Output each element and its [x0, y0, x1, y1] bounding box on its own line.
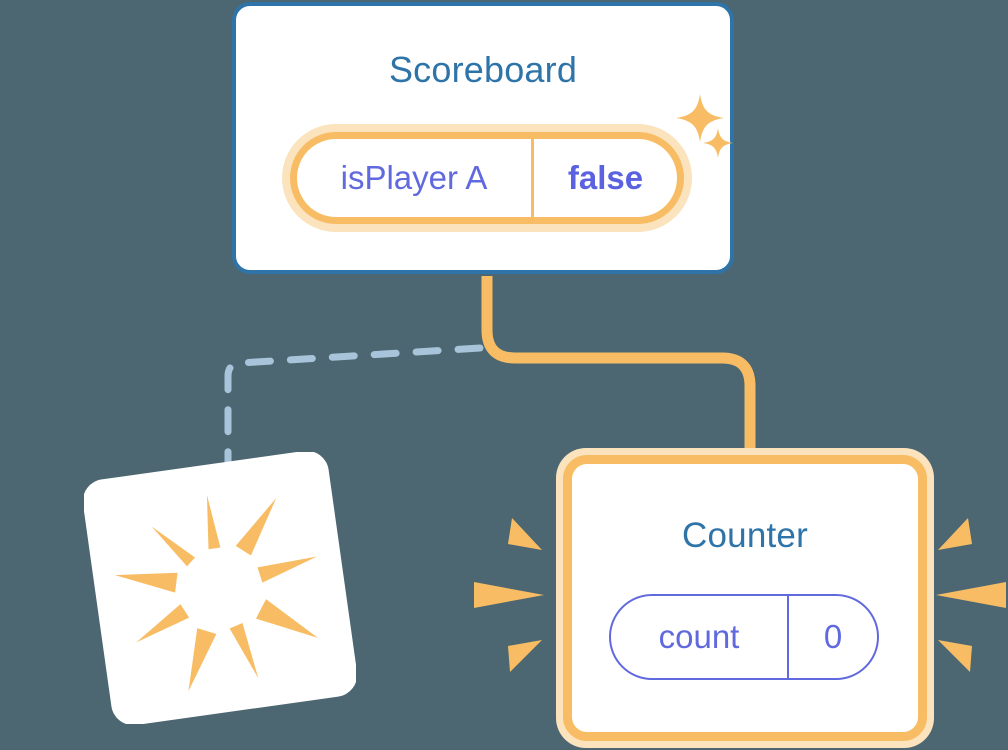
scoreboard-property-pill-inner: isPlayer A false	[290, 132, 684, 224]
node-scoreboard[interactable]: Scoreboard isPlayer A false	[232, 2, 734, 274]
scoreboard-title: Scoreboard	[388, 49, 578, 90]
connector-scoreboard-to-counter	[481, 276, 756, 452]
scoreboard-property-pill[interactable]: isPlayer A false	[282, 124, 692, 232]
sparkle-large-icon	[676, 94, 724, 142]
counter-title: Counter	[682, 516, 808, 555]
scoreboard-property-value: false	[567, 159, 644, 196]
counter-property-value: 0	[823, 618, 843, 655]
sparkle-small-icon	[703, 128, 733, 158]
node-counter-inner: Counter count 0	[563, 455, 927, 741]
counter-property-key: count	[611, 596, 789, 678]
node-blank-card[interactable]	[84, 452, 356, 724]
scoreboard-property-key: isPlayer A	[297, 139, 534, 217]
node-counter[interactable]: Counter count 0	[556, 448, 934, 748]
connector-scoreboard-to-blank-card	[224, 344, 484, 476]
counter-rays-left-icon	[474, 518, 544, 672]
counter-property-pill[interactable]: count 0	[609, 594, 879, 680]
counter-rays-right-icon	[936, 518, 1006, 672]
blank-card-burst-icon	[114, 494, 319, 692]
